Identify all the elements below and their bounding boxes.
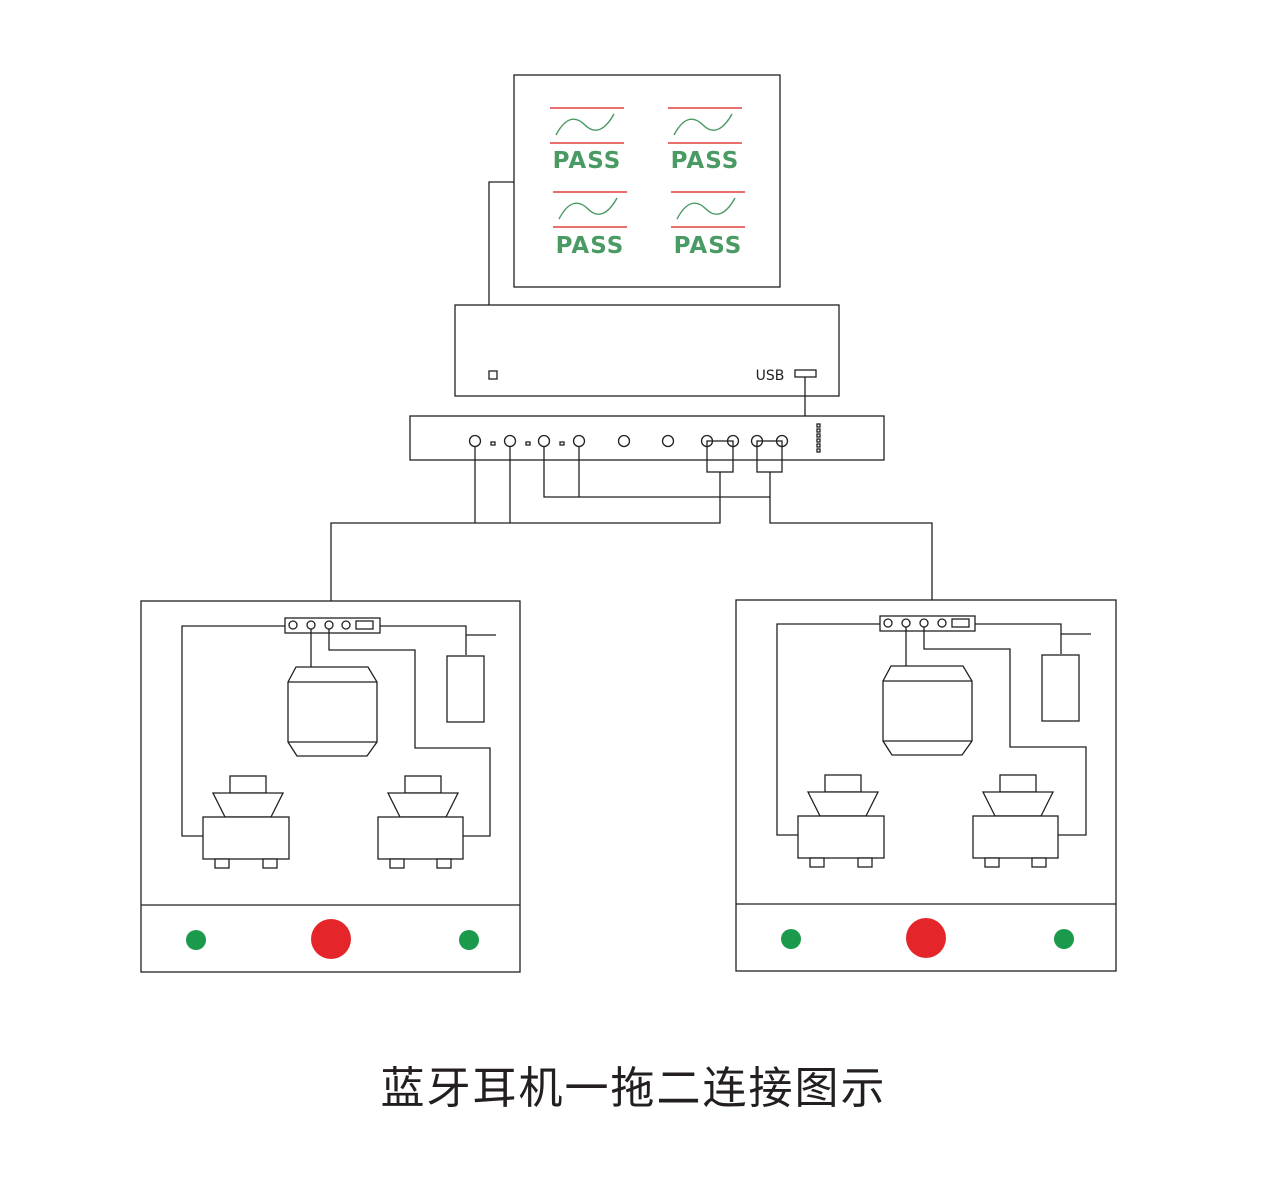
green-indicator-light xyxy=(186,930,206,950)
result-panel-2: PASS xyxy=(668,107,742,174)
pc-host: USB xyxy=(454,304,840,397)
power-button xyxy=(488,370,498,380)
test-station-left xyxy=(140,600,521,973)
green-indicator-light xyxy=(781,929,801,949)
pass-label: PASS xyxy=(674,233,743,259)
result-panel-3: PASS xyxy=(553,191,627,259)
pass-label: PASS xyxy=(553,148,622,174)
monitor: PASS PASS PASS PASS xyxy=(513,74,781,288)
red-stop-button[interactable] xyxy=(906,918,946,958)
cabling xyxy=(330,447,933,601)
monitor-cable xyxy=(488,181,514,305)
green-indicator-light xyxy=(1054,929,1074,949)
red-stop-button[interactable] xyxy=(311,919,351,959)
audio-analyzer xyxy=(409,415,885,473)
test-station-right xyxy=(735,599,1117,972)
pass-label: PASS xyxy=(671,148,740,174)
indicator-column xyxy=(816,423,821,453)
diagram-caption: 蓝牙耳机一拖二连接图示 xyxy=(380,1063,887,1114)
result-panel-1: PASS xyxy=(550,107,624,174)
usb-label: USB xyxy=(756,368,785,384)
green-indicator-light xyxy=(459,930,479,950)
pass-label: PASS xyxy=(556,233,625,259)
usb-port xyxy=(794,369,817,378)
result-panel-4: PASS xyxy=(671,191,745,259)
